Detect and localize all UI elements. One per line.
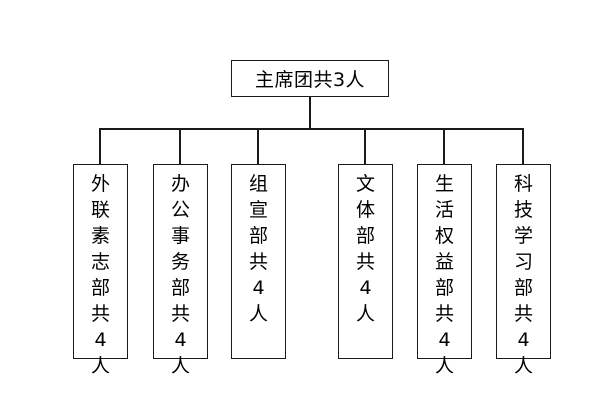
dept-label-char: 素	[90, 225, 110, 247]
dept-label-char: 部	[90, 277, 110, 299]
dept-label-char: 4	[517, 329, 530, 351]
dept-label-char: 事	[170, 225, 190, 247]
dept-label-char: 部	[434, 277, 454, 299]
dept-node-life-rights: 生 活 权 益 部 共 4 人	[417, 164, 472, 377]
dept-label-char: 4	[359, 277, 372, 299]
dept-label-char: 技	[513, 199, 533, 221]
dept-label-char: 人	[434, 355, 454, 377]
dept-label-char: 部	[513, 277, 533, 299]
dept-label-char: 人	[170, 355, 190, 377]
drop-line-dept-1	[99, 128, 101, 165]
dept-node-external-volunteer: 外 联 素 志 部 共 4 人	[73, 164, 128, 377]
dept-label-char: 人	[355, 303, 375, 325]
dept-label-char: 文	[355, 173, 375, 195]
dept-label-char: 4	[174, 329, 187, 351]
dept-label-char: 人	[513, 355, 533, 377]
dept-label-char: 习	[513, 251, 533, 273]
dept-label-char: 部	[170, 277, 190, 299]
root-node-label: 主席团共3人	[254, 69, 366, 91]
dept-label-char: 益	[434, 251, 454, 273]
dept-label-char: 办	[170, 173, 190, 195]
dept-label-char: 活	[434, 199, 454, 221]
drop-line-dept-5	[443, 128, 445, 165]
dept-label-char: 4	[438, 329, 451, 351]
dept-label-char: 科	[513, 173, 533, 195]
dept-label-char: 共	[434, 303, 454, 325]
dept-label-char: 体	[355, 199, 375, 221]
dept-label-char: 联	[90, 199, 110, 221]
dept-label-char: 人	[248, 303, 268, 325]
dept-label-char: 志	[90, 251, 110, 273]
dept-label-char: 生	[434, 173, 454, 195]
dept-label-char: 部	[355, 225, 375, 247]
drop-line-dept-6	[522, 128, 524, 165]
dept-label-char: 组	[248, 173, 268, 195]
dept-label-char: 共	[513, 303, 533, 325]
dept-label-char: 4	[252, 277, 265, 299]
drop-line-dept-3	[257, 128, 259, 165]
dept-label-char: 权	[434, 225, 454, 247]
root-node-presidium: 主席团共3人	[231, 60, 389, 97]
dept-label-char: 4	[94, 329, 107, 351]
dept-label-char: 共	[248, 251, 268, 273]
drop-line-dept-4	[364, 128, 366, 165]
dept-label-char: 学	[513, 225, 533, 247]
dept-node-organization-publicity: 组 宣 部 共 4 人	[231, 164, 286, 359]
drop-line-dept-2	[179, 128, 181, 165]
dept-node-science-study: 科 技 学 习 部 共 4 人	[496, 164, 551, 377]
dept-label-char: 部	[248, 225, 268, 247]
dept-label-char: 共	[170, 303, 190, 325]
dept-label-char: 共	[355, 251, 375, 273]
dept-node-culture-sports: 文 体 部 共 4 人	[338, 164, 393, 359]
dept-node-office-affairs: 办 公 事 务 部 共 4 人	[153, 164, 208, 377]
dept-label-char: 共	[90, 303, 110, 325]
dept-label-char: 人	[90, 355, 110, 377]
dept-label-char: 外	[90, 173, 110, 195]
root-connector-line	[309, 97, 311, 129]
dept-label-char: 公	[170, 199, 190, 221]
dept-label-char: 宣	[248, 199, 268, 221]
dept-label-char: 务	[170, 251, 190, 273]
horizontal-bus-line	[99, 128, 524, 130]
